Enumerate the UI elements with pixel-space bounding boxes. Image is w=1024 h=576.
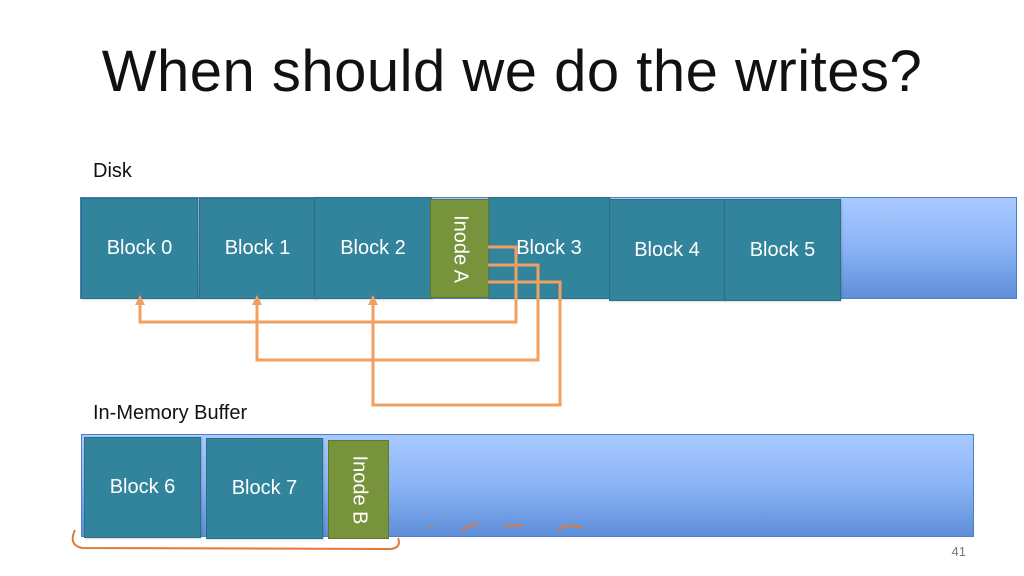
memory-inode-b: Inode B [328,440,389,539]
annotation-dash-4 [557,524,583,531]
slide-number: 41 [951,544,966,559]
annotation-dash-1 [429,526,434,529]
disk-label: Disk [93,160,132,182]
disk-block-1: Block 1 [199,198,316,299]
pointer-arrow-block-0 [135,245,518,324]
disk-block-5: Block 5 [724,199,841,301]
annotation-dash-2 [461,523,479,533]
disk-block-0: Block 0 [81,198,198,299]
slide-title: When should we do the writes? [101,39,923,104]
memory-block-7: Block 7 [206,438,323,539]
pointer-arrow-block-1 [252,263,540,362]
memory-label: In-Memory Buffer [93,402,248,424]
annotation-bracket [71,529,400,551]
disk-inode-a: Inode A [430,199,489,298]
memory-block-6: Block 6 [84,437,201,538]
annotation-dash-3 [504,524,523,527]
pointer-arrow-block-2 [368,280,562,407]
disk-block-4: Block 4 [609,199,725,301]
